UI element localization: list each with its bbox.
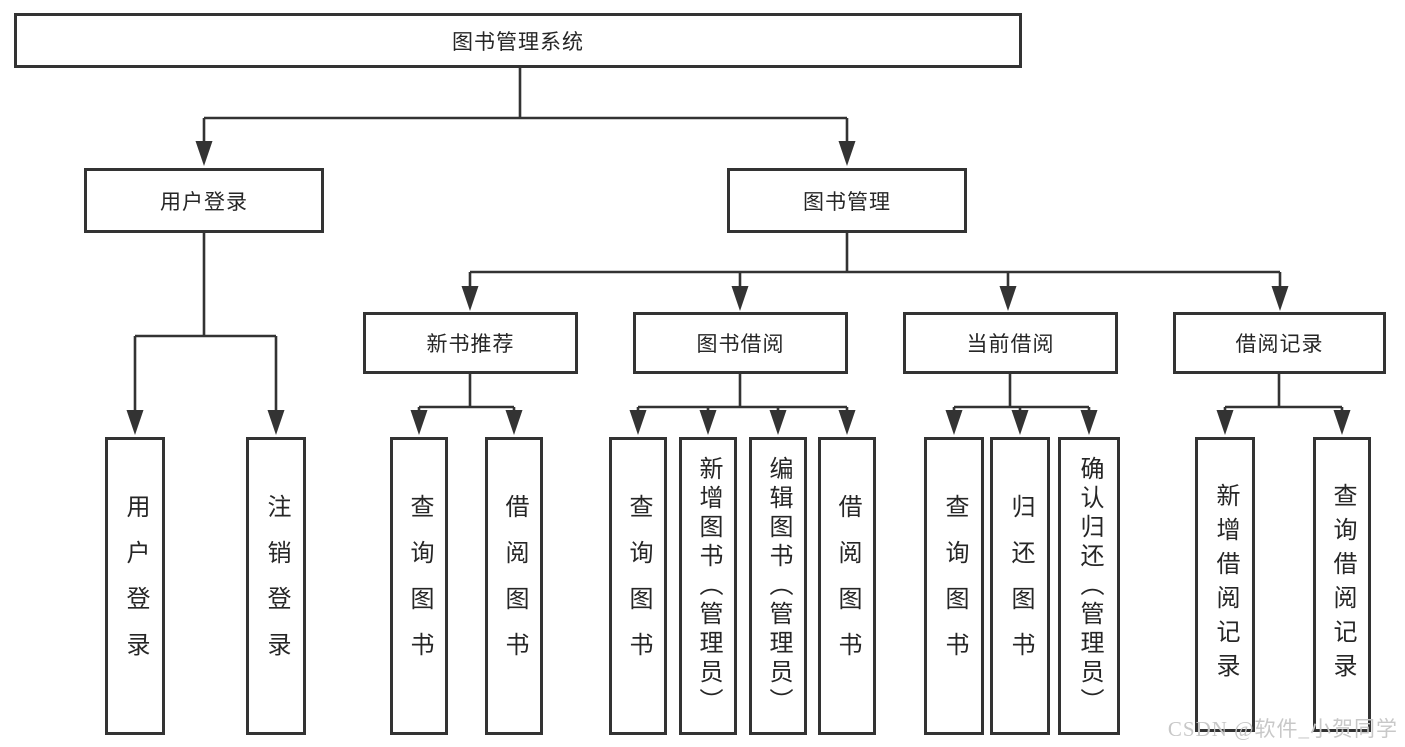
leaf-add-borrow-record: 新增借阅记录 xyxy=(1195,437,1255,732)
node-current-borrow-label: 当前借阅 xyxy=(966,332,1055,356)
leaf-borrow-books-recommend-label: 借阅图书 xyxy=(501,494,527,678)
leaf-user-login: 用户登录 xyxy=(105,437,165,735)
leaf-confirm-return-admin: 确认归还（管理员） xyxy=(1058,437,1120,735)
leaf-user-login-label: 用户登录 xyxy=(122,494,148,678)
node-library-system-label: 图书管理系统 xyxy=(452,29,584,54)
leaf-query-books-current: 查询图书 xyxy=(924,437,984,735)
leaf-borrow-books-recommend: 借阅图书 xyxy=(485,437,543,735)
arrow-down-icon xyxy=(1333,410,1351,435)
connector-book-borrow-to-leaves xyxy=(636,374,849,416)
arrow-down-icon xyxy=(1011,410,1029,435)
node-borrow-records-label: 借阅记录 xyxy=(1235,332,1324,356)
arrow-down-icon xyxy=(838,141,856,166)
node-book-borrow-label: 图书借阅 xyxy=(696,332,785,356)
leaf-add-books-admin: 新增图书（管理员） xyxy=(679,437,737,735)
leaf-query-books-borrow: 查询图书 xyxy=(609,437,667,735)
node-book-management: 图书管理 xyxy=(727,168,967,233)
connector-user-login-to-leaves xyxy=(133,233,278,416)
leaf-query-books-borrow-label: 查询图书 xyxy=(625,494,651,678)
arrow-down-icon xyxy=(505,410,523,435)
connector-root-to-level2 xyxy=(202,68,849,146)
arrow-down-icon xyxy=(410,410,428,435)
connector-new-book-to-leaves xyxy=(417,374,516,416)
leaf-logout-label: 注销登录 xyxy=(263,494,289,678)
node-new-book-recommend-label: 新书推荐 xyxy=(426,332,515,356)
watermark: CSDN @软件_小贺同学 xyxy=(1167,717,1398,741)
arrow-down-icon xyxy=(769,410,787,435)
leaf-query-borrow-record-label: 查询借阅记录 xyxy=(1329,482,1355,687)
leaf-borrow-books: 借阅图书 xyxy=(818,437,876,735)
arrowhead-icons xyxy=(126,141,1351,435)
arrow-down-icon xyxy=(945,410,963,435)
arrow-down-icon xyxy=(267,410,285,435)
leaf-borrow-books-label: 借阅图书 xyxy=(834,494,860,678)
node-new-book-recommend: 新书推荐 xyxy=(363,312,578,374)
arrow-down-icon xyxy=(1271,286,1289,311)
connector-lines xyxy=(133,68,1344,416)
node-current-borrow: 当前借阅 xyxy=(903,312,1118,374)
arrow-down-icon xyxy=(126,410,144,435)
arrow-down-icon xyxy=(999,286,1017,311)
leaf-query-books-recommend-label: 查询图书 xyxy=(406,494,432,678)
leaf-return-books: 归还图书 xyxy=(990,437,1050,735)
connector-book-mgmt-to-level3 xyxy=(468,233,1282,291)
leaf-query-books-current-label: 查询图书 xyxy=(941,494,967,678)
leaf-edit-books-admin-label: 编辑图书（管理员） xyxy=(765,455,791,717)
arrow-down-icon xyxy=(1216,410,1234,435)
node-user-login-label: 用户登录 xyxy=(160,189,248,214)
node-borrow-records: 借阅记录 xyxy=(1173,312,1386,374)
leaf-query-borrow-record: 查询借阅记录 xyxy=(1313,437,1371,732)
connector-current-borrow-to-leaves xyxy=(952,374,1091,416)
node-book-management-label: 图书管理 xyxy=(803,189,891,214)
leaf-confirm-return-admin-label: 确认归还（管理员） xyxy=(1076,455,1102,717)
arrow-down-icon xyxy=(629,410,647,435)
arrow-down-icon xyxy=(195,141,213,166)
arrow-down-icon xyxy=(1080,410,1098,435)
leaf-edit-books-admin: 编辑图书（管理员） xyxy=(749,437,807,735)
arrow-down-icon xyxy=(731,286,749,311)
leaf-add-books-admin-label: 新增图书（管理员） xyxy=(695,455,721,717)
leaf-query-books-recommend: 查询图书 xyxy=(390,437,448,735)
connector-borrow-record-to-leaves xyxy=(1223,374,1344,416)
arrow-down-icon xyxy=(461,286,479,311)
leaf-return-books-label: 归还图书 xyxy=(1007,494,1033,678)
node-user-login: 用户登录 xyxy=(84,168,324,233)
node-library-system: 图书管理系统 xyxy=(14,13,1022,68)
leaf-logout: 注销登录 xyxy=(246,437,306,735)
node-book-borrow: 图书借阅 xyxy=(633,312,848,374)
arrow-down-icon xyxy=(699,410,717,435)
arrow-down-icon xyxy=(838,410,856,435)
leaf-add-borrow-record-label: 新增借阅记录 xyxy=(1212,482,1238,687)
